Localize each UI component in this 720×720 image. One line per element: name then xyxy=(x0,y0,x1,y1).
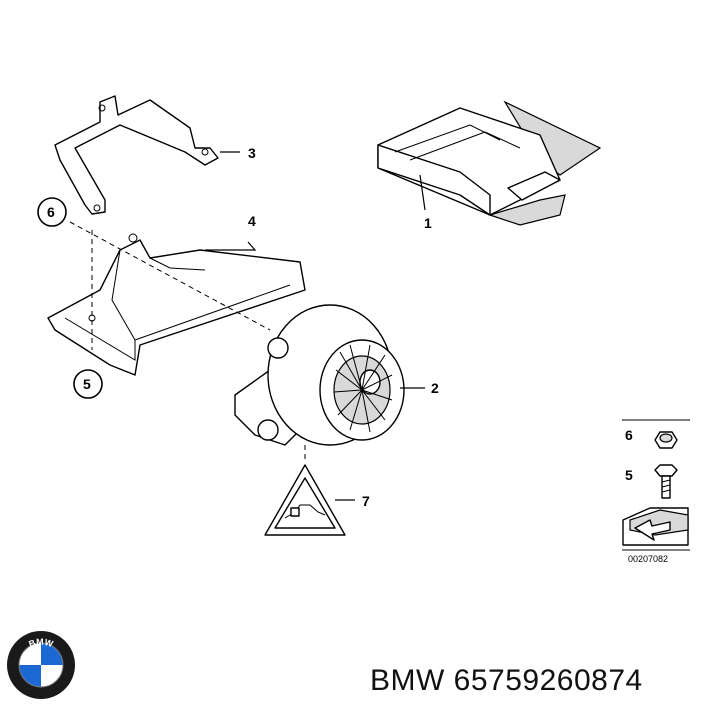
callout-5: 5 xyxy=(83,376,91,392)
siren-part xyxy=(234,304,405,446)
callout-7: 7 xyxy=(362,493,370,509)
logo-text: BMW xyxy=(27,637,54,649)
callout-6-circle: 6 xyxy=(37,197,67,227)
arrow-icon xyxy=(622,507,689,546)
legend-item-6-number: 6 xyxy=(625,427,633,443)
legend-item-5-number: 5 xyxy=(625,467,633,483)
bolt-icon xyxy=(654,464,678,499)
tray-part xyxy=(47,233,306,376)
caption-brand: BMW xyxy=(370,664,445,697)
control-module-part xyxy=(377,100,602,226)
callout-6: 6 xyxy=(47,204,55,220)
bmw-logo: BMW xyxy=(7,631,75,699)
leader-lines xyxy=(205,151,426,501)
warning-label-part xyxy=(264,464,346,536)
part-caption: BMW 65759260874 xyxy=(370,664,643,698)
document-id: 00207082 xyxy=(628,554,668,564)
caption-part-number: 65759260874 xyxy=(453,664,643,697)
callout-1: 1 xyxy=(424,215,432,231)
callout-5-circle: 5 xyxy=(73,369,103,399)
callout-4: 4 xyxy=(248,213,256,229)
nut-icon xyxy=(654,431,678,449)
hardware-legend: 6 5 00207082 xyxy=(622,419,690,564)
callout-3: 3 xyxy=(248,145,256,161)
bracket-part xyxy=(54,95,219,215)
callout-2: 2 xyxy=(431,380,439,396)
